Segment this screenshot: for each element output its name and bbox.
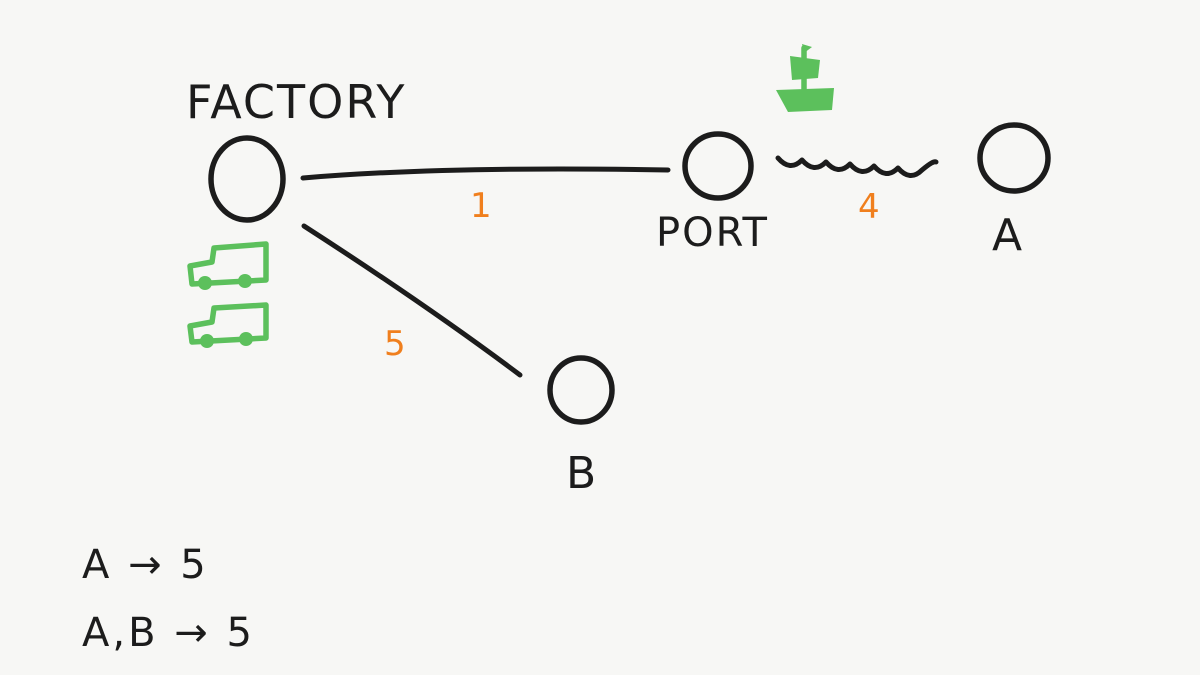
- label-a: A: [992, 210, 1024, 261]
- weight-factory-port: 1: [470, 186, 492, 226]
- edge-port-a-wavy: [775, 155, 939, 178]
- legend-line-2: A,B → 5: [82, 610, 255, 656]
- weight-port-a: 4: [858, 187, 880, 227]
- truck-icon: [187, 302, 269, 348]
- node-b: [547, 355, 615, 425]
- node-a: [977, 122, 1051, 194]
- edge-factory-port: [300, 166, 671, 181]
- label-port: PORT: [656, 210, 769, 256]
- truck-icon: [187, 241, 269, 290]
- ship-icon: [776, 44, 834, 112]
- label-b: B: [566, 448, 598, 499]
- edge-factory-b: [301, 223, 523, 378]
- legend-line-1: A → 5: [82, 542, 209, 588]
- weight-factory-b: 5: [384, 324, 406, 364]
- label-factory: FACTORY: [186, 75, 406, 129]
- node-factory: [208, 135, 286, 223]
- node-port: [682, 131, 754, 201]
